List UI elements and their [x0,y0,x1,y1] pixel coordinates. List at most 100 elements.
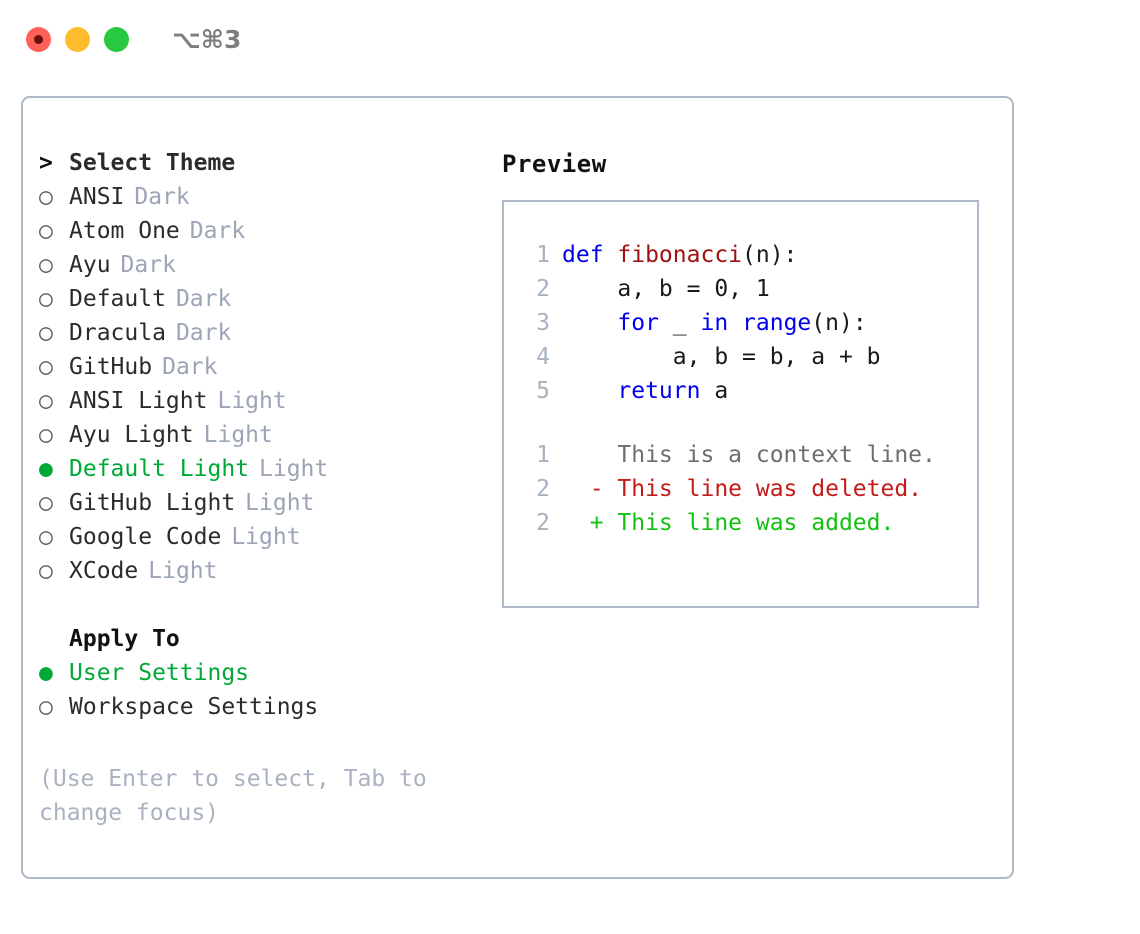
line-number: 1 [536,442,550,468]
apply-to-item[interactable]: ○ Workspace Settings [39,694,489,728]
radio-unselected-icon[interactable]: ○ [39,694,53,720]
code-token-plain [562,310,617,336]
code-line-content: return a [562,378,728,404]
apply-to-label: Workspace Settings [69,694,319,720]
radio-unselected-icon[interactable]: ○ [39,422,53,448]
window-controls [26,26,129,52]
apply-to-list: ● User Settings ○ Workspace Settings [39,660,489,728]
code-line: 3 for _ in range(n): [504,310,977,344]
line-number: 4 [536,344,550,370]
theme-name-label: Dracula [69,320,166,346]
radio-unselected-icon[interactable]: ○ [39,286,53,312]
theme-name-label: GitHub [69,354,153,380]
code-token-keyword: range [742,310,812,336]
theme-name-label: Default Light [69,456,250,482]
radio-unselected-icon[interactable]: ○ [39,320,53,346]
select-theme-header: > Select Theme [39,150,489,184]
apply-to-header: Apply To [39,626,489,660]
theme-list-item[interactable]: ○ Default Dark [39,286,489,320]
theme-list-item[interactable]: ○ ANSI Dark [39,184,489,218]
minimize-button-icon[interactable] [65,26,90,52]
theme-name-label: XCode [69,558,139,584]
code-line-content: def fibonacci(n): [562,242,797,268]
code-token-plain: a [700,378,729,404]
radio-selected-icon[interactable]: ● [39,456,53,482]
diff-sign: - [562,476,618,502]
code-line: 2 a, b = 0, 1 [504,276,977,310]
code-token-keyword: for [617,310,659,336]
theme-name-label: ANSI Light [69,388,208,414]
theme-list-item[interactable]: ○ XCode Light [39,558,489,592]
radio-unselected-icon[interactable]: ○ [39,524,53,550]
theme-variant-badge: Dark [120,252,176,278]
theme-list-item[interactable]: ○ Dracula Dark [39,320,489,354]
theme-variant-badge: Light [231,524,301,550]
code-token-keyword: in [700,310,729,336]
code-line-content: for _ in range(n): [562,310,867,336]
diff-line: 1 This is a context line. [504,442,977,476]
theme-name-label: Google Code [69,524,222,550]
code-token-plain: _ [658,310,701,336]
diff-sign [562,442,617,468]
code-token-plain: (n): [811,310,867,336]
keyboard-shortcut-label: ⌥⌘3 [172,24,242,54]
diff-sample: 1 This is a context line.2 - This line w… [504,442,977,544]
theme-variant-badge: Dark [134,184,190,210]
code-line: 5 return a [504,378,977,412]
theme-name-label: ANSI [69,184,125,210]
radio-unselected-icon[interactable]: ○ [39,388,53,414]
theme-variant-badge: Dark [162,354,218,380]
theme-name-label: Ayu Light [69,422,194,448]
code-token-plain [562,378,617,404]
code-token-plain: a, b = 0, 1 [562,276,770,302]
select-theme-title: Select Theme [69,150,236,176]
line-number: 5 [536,378,550,404]
theme-list-item[interactable]: ○ GitHub Dark [39,354,489,388]
code-token-function: fibonacci [617,242,743,268]
theme-list-item[interactable]: ○ Google Code Light [39,524,489,558]
diff-line: 2 + This line was added. [504,510,977,544]
theme-name-label: Default [69,286,166,312]
code-token-keyword: def [562,242,618,268]
theme-list-item[interactable]: ● Default Light Light [39,456,489,490]
diff-line-content: This line was added. [617,510,895,536]
line-number: 1 [536,242,550,268]
radio-unselected-icon[interactable]: ○ [39,252,53,278]
radio-selected-icon[interactable]: ● [39,660,53,686]
diff-line-content: This line was deleted. [617,476,923,502]
apply-to-item[interactable]: ● User Settings [39,660,489,694]
apply-to-marker-placeholder [39,626,69,652]
radio-unselected-icon[interactable]: ○ [39,218,53,244]
radio-unselected-icon[interactable]: ○ [39,558,53,584]
apply-to-title: Apply To [69,626,180,652]
theme-variant-badge: Dark [175,286,232,312]
close-button-icon[interactable] [26,26,51,52]
radio-unselected-icon[interactable]: ○ [39,490,53,516]
theme-name-label: Ayu [69,252,111,278]
list-spacer [39,592,489,626]
prompt-caret-icon: > [39,150,53,176]
title-bar: ⌥⌘3 [0,0,1140,78]
line-number: 2 [536,476,550,502]
theme-list-item[interactable]: ○ Ayu Dark [39,252,489,286]
theme-variant-badge: Dark [175,320,232,346]
theme-variant-badge: Light [148,558,218,584]
hint-spacer [39,728,489,756]
radio-unselected-icon[interactable]: ○ [39,354,53,380]
maximize-button-icon[interactable] [104,26,129,52]
theme-variant-badge: Light [259,456,329,482]
theme-variant-badge: Dark [189,218,246,244]
diff-line-content: This is a context line. [617,442,936,468]
apply-to-label: User Settings [69,660,250,686]
code-line: 1 def fibonacci(n): [504,242,977,276]
radio-unselected-icon[interactable]: ○ [39,184,53,210]
